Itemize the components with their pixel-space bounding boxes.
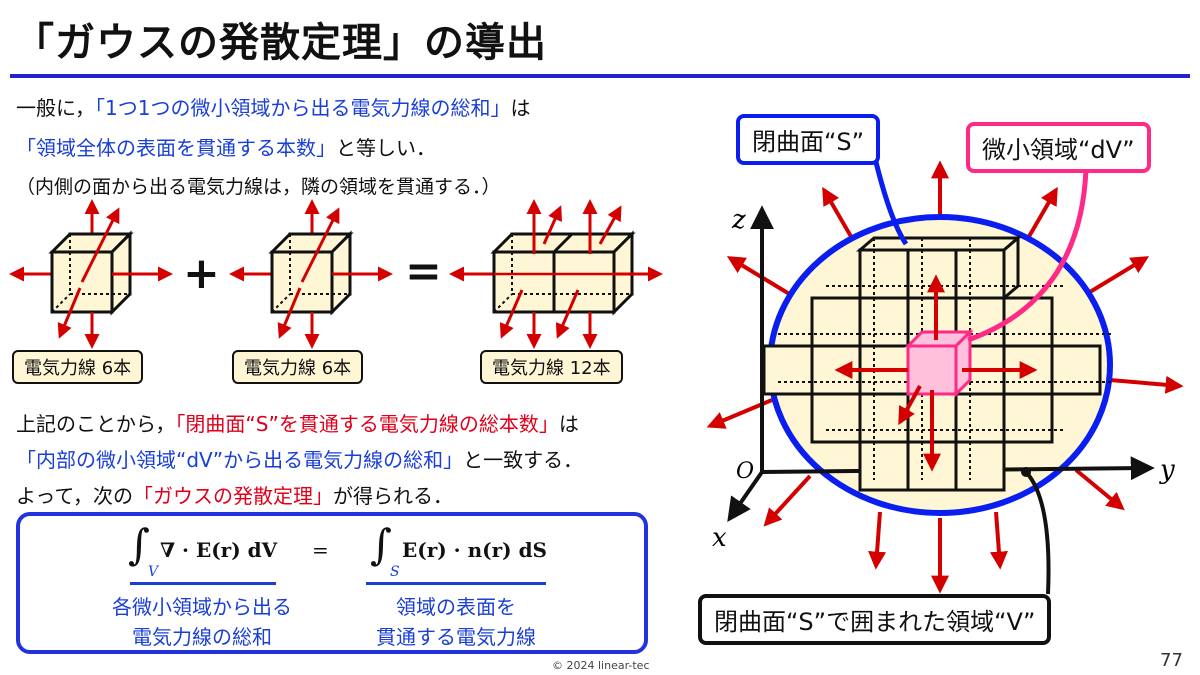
equation-rhs: E(r) · n(r) dS <box>402 538 547 562</box>
conclusion-text: よって，次の <box>16 484 133 508</box>
equation-box: ∫ V ∇ · E(r) dV = ∫ S E(r) · n(r) dS 各微小… <box>16 512 648 654</box>
cube-label-2: 電気力線 6本 <box>232 350 364 384</box>
intro-line-3: （内側の面から出る電気力線は，隣の領域を貫通する．） <box>16 176 501 198</box>
intro-text: 一般に， <box>16 96 95 120</box>
integral-subscript-right: S <box>390 564 400 580</box>
conclusion-highlight: 「閉曲面“S”を貫通する電気力線の総本数」 <box>175 412 559 436</box>
integral-sign-left: ∫ <box>128 520 150 569</box>
intro-text: と等しい． <box>336 136 436 160</box>
conclusion-line-3: よって，次の「ガウスの発散定理」が得られる． <box>16 480 453 509</box>
single-cube-2 <box>229 199 393 349</box>
caption-right-line2: 貫通する電気力線 <box>376 625 536 649</box>
underline-left <box>130 582 276 585</box>
axis-z-label: z <box>731 205 746 235</box>
single-cube-1 <box>8 199 173 349</box>
callout-region: 閉曲面“S”で囲まれた領域“V” <box>698 594 1052 645</box>
equation-lhs: ∇ · E(r) dV <box>160 538 278 562</box>
caption-right: 領域の表面を 貫通する電気力線 <box>346 592 566 652</box>
intro-highlight: 「領域全体の表面を貫通する本数」 <box>16 136 336 160</box>
intro-text: は <box>510 96 531 120</box>
conclusion-highlight: 「内部の微小領域“dV”から出る電気力線の総和」 <box>16 448 464 472</box>
region-pointer <box>1024 470 1051 595</box>
double-cube <box>449 199 663 349</box>
conclusion-line-2: 「内部の微小領域“dV”から出る電気力線の総和」と一致する． <box>16 444 583 473</box>
conclusion-text: と一致する． <box>463 448 584 472</box>
equation-equals: = <box>312 538 329 562</box>
intro-line-1: 一般に，「1つ1つの微小領域から出る電気力線の総和」は <box>16 92 530 121</box>
cube-label-3: 電気力線 12本 <box>480 350 623 384</box>
copyright: © 2024 linear-tec <box>552 659 650 672</box>
equals-sign: = <box>405 246 442 297</box>
caption-left-line1: 各微小領域から出る <box>112 595 292 619</box>
conclusion-highlight: 「ガウスの発散定理」 <box>133 484 333 508</box>
page-number: 77 <box>1160 650 1183 671</box>
element-arrows <box>834 274 1038 472</box>
gauss-figure: z y x O <box>706 157 1184 595</box>
origin-label: O <box>736 459 754 484</box>
caption-left-line2: 電気力線の総和 <box>132 625 272 649</box>
conclusion-text: が得られる． <box>333 484 453 508</box>
caption-left: 各微小領域から出る 電気力線の総和 <box>84 592 320 652</box>
region-pointer-dot <box>1021 467 1031 477</box>
callout-volume-element: 微小領域“dV” <box>966 122 1151 173</box>
intro-highlight: 「1つ1つの微小領域から出る電気力線の総和」 <box>95 96 511 120</box>
conclusion-text: は <box>558 412 579 436</box>
underline-right <box>366 582 546 585</box>
intro-line-2: 「領域全体の表面を貫通する本数」と等しい． <box>16 132 436 161</box>
cube-diagrams <box>8 199 663 349</box>
title-underline <box>10 74 1190 78</box>
integral-subscript-left: V <box>148 564 159 580</box>
page-title: 「ガウスの発散定理」の導出 <box>14 20 547 66</box>
highlighted-element-dv <box>904 328 974 398</box>
callout-closed-surface: 閉曲面“S” <box>736 114 881 165</box>
axis-y-label: y <box>1159 455 1175 485</box>
caption-right-line1: 領域の表面を <box>396 595 516 619</box>
element-pointer <box>967 169 1089 343</box>
conclusion-text: 上記のことから， <box>16 412 176 436</box>
axis-x-label: x <box>712 523 727 553</box>
integral-sign-right: ∫ <box>370 520 392 569</box>
conclusion-line-1: 上記のことから，「閉曲面“S”を貫通する電気力線の総本数」は <box>16 408 579 437</box>
plus-sign: + <box>183 248 220 299</box>
surface-pointer <box>872 157 909 246</box>
cube-label-1: 電気力線 6本 <box>12 350 144 384</box>
